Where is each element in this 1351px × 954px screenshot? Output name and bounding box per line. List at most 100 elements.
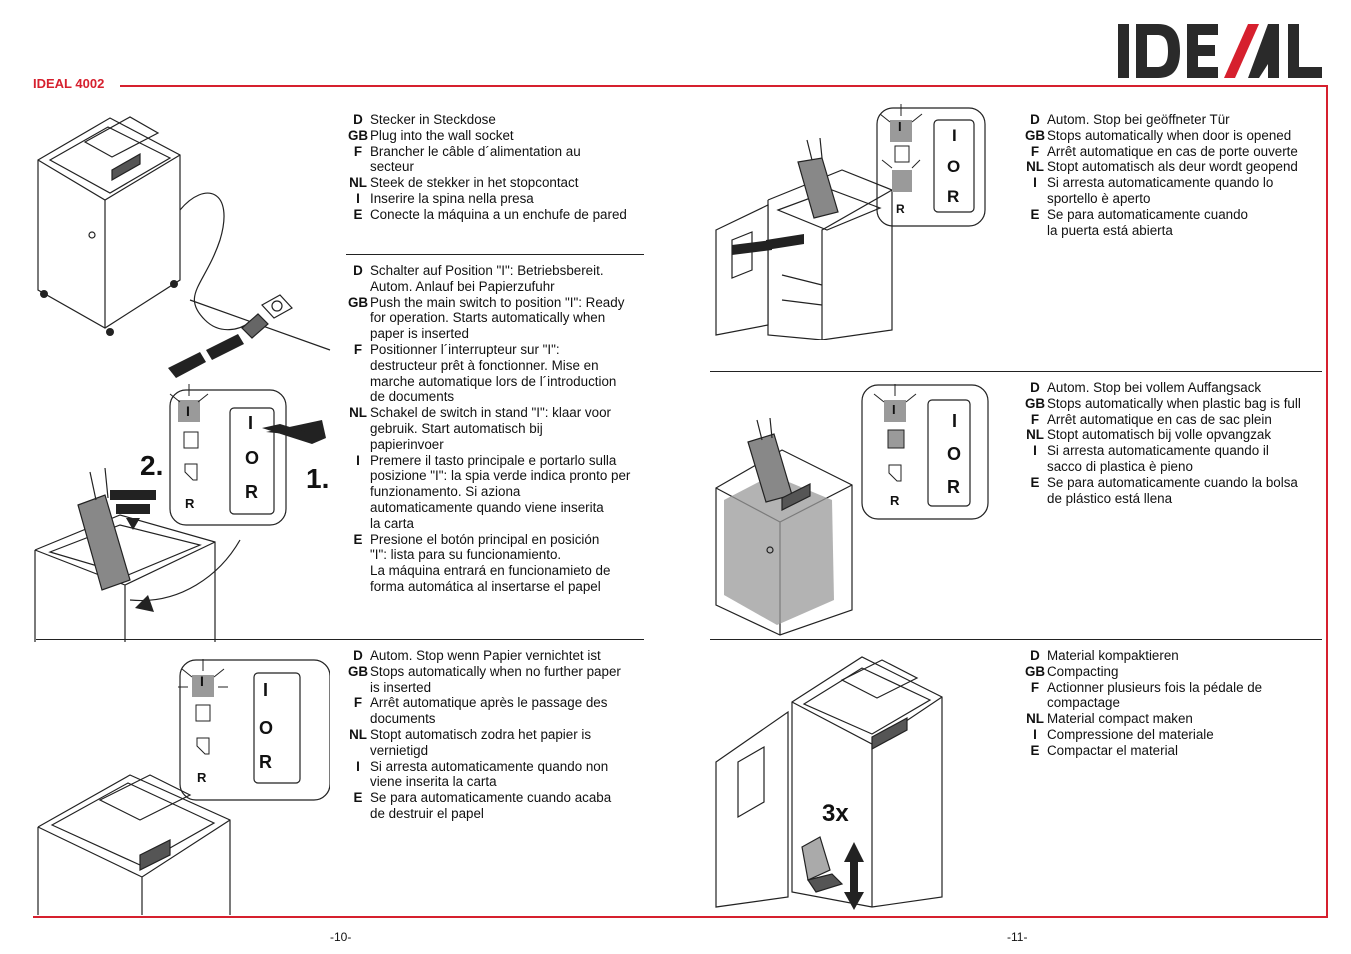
- language-row: D Autom. Stop bei geöffneter Tür: [1023, 112, 1328, 128]
- instruction-text: Stops automatically when door is opened: [1047, 127, 1292, 143]
- instruction-text: Inserire la spina nella presa: [370, 190, 534, 206]
- language-code: NL: [1026, 159, 1044, 175]
- instruction-text: Premere il tasto principale e portarlo s…: [370, 452, 631, 531]
- page-number-right: -11-: [1007, 930, 1028, 944]
- language-row: D Schalter auf Position "I": Betriebsbere…: [346, 263, 656, 295]
- figure-compacting: [715, 656, 943, 910]
- instruction-text: Arrêt automatique en cas de sac plein: [1047, 411, 1272, 427]
- panel-label-o[interactable]: O: [947, 444, 962, 464]
- language-code: D: [1030, 648, 1040, 663]
- instruction-text: Brancher le câble d´alimentation au sect…: [370, 143, 581, 175]
- figure-plug-in: [37, 116, 331, 378]
- instruction-text: Stecker in Steckdose: [370, 112, 496, 127]
- instruction-text: Schalter auf Position "I": Betriebsberei…: [370, 263, 604, 294]
- panel-label-i[interactable]: I: [248, 413, 254, 433]
- language-code: GB: [347, 663, 369, 679]
- language-code: D: [353, 648, 363, 663]
- instruction-text: Si arresta automaticamente quando lo spo…: [1047, 175, 1274, 206]
- language-code: F: [1030, 143, 1040, 159]
- model-label: IDEAL 4002: [33, 76, 105, 91]
- instruction-text: Schakel de switch in stand "I": klaar vo…: [370, 405, 611, 452]
- panel-label-i[interactable]: I: [952, 411, 958, 431]
- language-code: D: [1030, 380, 1040, 395]
- instruction-text: Material compact maken: [1047, 711, 1193, 727]
- panel-indicator-i: I: [898, 119, 902, 134]
- step-2-label: 2.: [140, 450, 164, 481]
- panel-label-r[interactable]: R: [245, 482, 258, 502]
- instruction-text: Autom. Stop bei geöffneter Tür: [1047, 112, 1230, 127]
- language-row: I Premere il tasto principale e portarlo …: [346, 453, 656, 532]
- panel-label-i[interactable]: I: [263, 680, 269, 700]
- language-code: I: [356, 452, 360, 468]
- figure-auto-stop: [37, 659, 330, 915]
- language-code: E: [1030, 474, 1040, 490]
- instruction-text: Compacting: [1047, 663, 1119, 679]
- instruction-text: Stops automatically when no further pape…: [370, 663, 621, 695]
- panel-label-o[interactable]: O: [259, 718, 274, 738]
- language-code: NL: [349, 175, 367, 191]
- panel-label-r[interactable]: R: [947, 187, 960, 206]
- language-code: NL: [1026, 427, 1044, 443]
- panel-label-r[interactable]: R: [259, 752, 272, 772]
- instruction-text: Material kompaktieren: [1047, 648, 1179, 663]
- language-code: E: [353, 531, 363, 547]
- language-code: GB: [1024, 663, 1046, 679]
- frame-bottom-rule: [33, 916, 1328, 918]
- language-code: GB: [1024, 127, 1046, 143]
- language-code: E: [353, 790, 363, 806]
- panel-label-o[interactable]: O: [245, 448, 260, 468]
- instruction-text: Arrêt automatique après le passage des d…: [370, 695, 608, 727]
- instruction-text: Conecte la máquina a un enchufe de pared: [370, 206, 627, 222]
- panel-label-o[interactable]: O: [947, 157, 961, 176]
- instruction-text: Plug into the wall socket: [370, 127, 514, 143]
- language-code: GB: [347, 127, 369, 143]
- language-code: F: [1030, 411, 1040, 427]
- language-code: GB: [347, 294, 369, 310]
- language-code: E: [1030, 206, 1040, 222]
- instruction-text: Steek de stekker in het stopcontact: [370, 175, 579, 191]
- language-code: NL: [349, 405, 367, 421]
- language-code: D: [353, 112, 363, 127]
- divider-left-2: [36, 639, 644, 640]
- language-code: I: [1033, 443, 1037, 459]
- panel-indicator-i: I: [892, 402, 896, 417]
- language-row: E Se para automaticamente cuando la puert…: [1023, 207, 1328, 239]
- language-code: D: [353, 263, 363, 278]
- instruction-text: Stopt automatisch als deur wordt geopend: [1047, 159, 1298, 175]
- left-section-switch: D Schalter auf Position "I": Betriebsbere…: [346, 263, 656, 595]
- divider-left-1: [346, 254, 644, 255]
- instruction-text: Se para automaticamente cuando la puerta…: [1047, 206, 1248, 238]
- language-code: NL: [1026, 711, 1044, 727]
- instruction-text: Actionner plusieurs fois la pédale de co…: [1047, 679, 1263, 711]
- panel-label-r[interactable]: R: [947, 477, 960, 497]
- header-rule: [120, 85, 1328, 87]
- instruction-text: Stops automatically when plastic bag is …: [1047, 395, 1301, 411]
- panel-label-i[interactable]: I: [952, 126, 957, 145]
- instruction-text: Compactar el material: [1047, 742, 1178, 758]
- figure-bag-full: [715, 384, 989, 636]
- instruction-text: Se para automaticamente cuando acaba de …: [370, 790, 612, 821]
- language-code: D: [1030, 112, 1040, 127]
- panel-indicator-r: R: [197, 770, 207, 785]
- panel-indicator-r: R: [185, 496, 195, 511]
